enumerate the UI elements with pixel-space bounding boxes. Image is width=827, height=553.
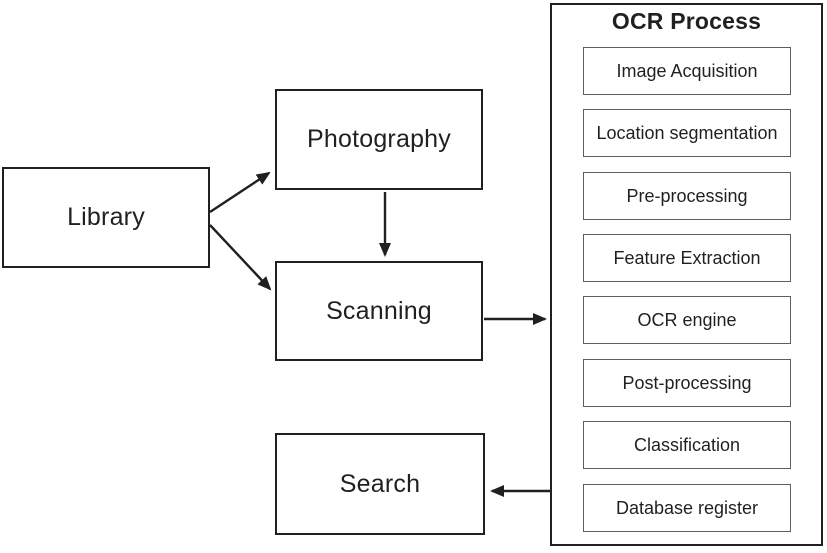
- step-feature-extraction: Feature Extraction: [583, 234, 791, 282]
- step-label: OCR engine: [637, 309, 737, 330]
- step-label: Post-processing: [622, 372, 752, 393]
- node-photography: Photography: [275, 89, 483, 190]
- step-location-segmentation: Location segmentation: [583, 109, 791, 157]
- node-library: Library: [2, 167, 210, 268]
- step-post-processing: Post-processing: [583, 359, 791, 407]
- node-scanning: Scanning: [275, 261, 483, 361]
- node-library-label: Library: [67, 203, 145, 231]
- step-classification: Classification: [583, 421, 791, 469]
- ocr-process-title: OCR Process: [611, 8, 762, 34]
- step-ocr-engine: OCR engine: [583, 296, 791, 344]
- node-scanning-label: Scanning: [326, 296, 432, 325]
- ocr-process-container: OCR Process Image Acquisition Location s…: [550, 3, 823, 546]
- step-label: Image Acquisition: [616, 60, 758, 81]
- step-label: Classification: [633, 434, 741, 455]
- arrow-library-to-scanning: [209, 224, 272, 291]
- step-pre-processing: Pre-processing: [583, 172, 791, 220]
- step-image-acquisition: Image Acquisition: [583, 47, 791, 95]
- node-search: Search: [275, 433, 485, 535]
- step-label: Database register: [615, 497, 759, 518]
- step-database-register: Database register: [583, 484, 791, 532]
- node-photography-label: Photography: [307, 125, 451, 153]
- arrow-library-to-photography: [209, 171, 271, 214]
- step-label: Location segmentation: [596, 122, 778, 143]
- node-search-label: Search: [339, 469, 421, 498]
- step-label: Feature Extraction: [613, 247, 761, 268]
- step-label: Pre-processing: [626, 185, 748, 206]
